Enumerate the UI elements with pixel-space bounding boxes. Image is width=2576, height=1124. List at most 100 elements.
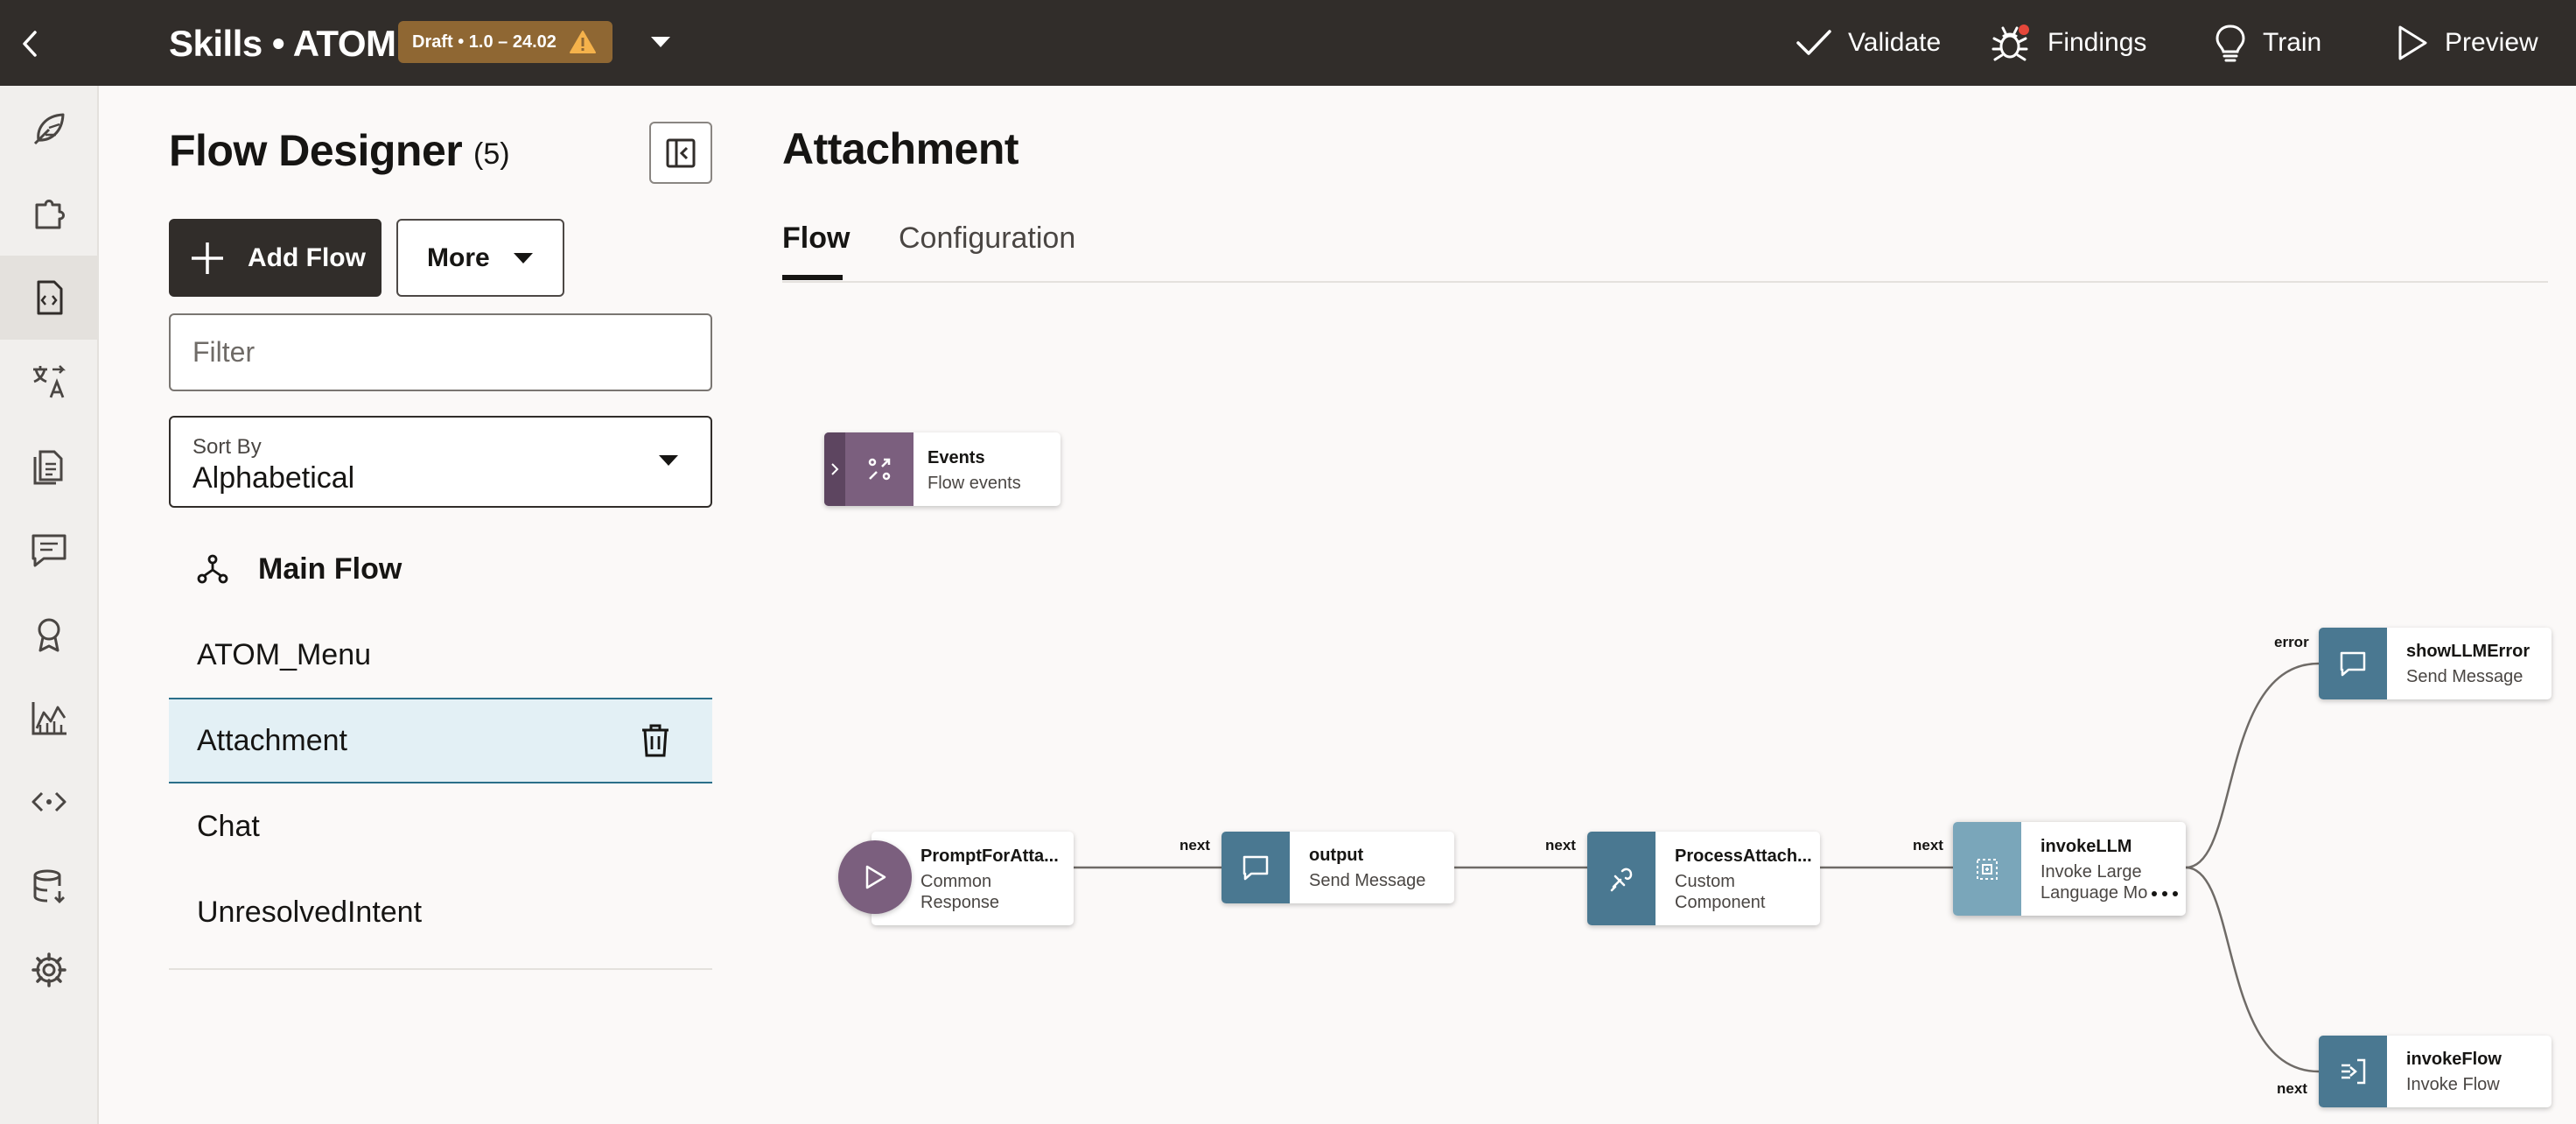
collapse-panel-button[interactable] [649, 122, 712, 184]
components-icon [32, 791, 66, 812]
top-bar: Skills • ATOM Draft • 1.0 – 24.02 Valida… [0, 0, 2576, 86]
custom-component-icon [1610, 868, 1633, 891]
add-flow-button[interactable]: Add Flow [169, 219, 382, 297]
node-output[interactable]: output Send Message [1222, 832, 1454, 903]
edge-label-next: next [1180, 837, 1210, 854]
node-type: Send Message [1309, 871, 1426, 890]
back-button[interactable] [12, 26, 47, 61]
sort-by-select[interactable]: Sort By Alphabetical [169, 416, 712, 508]
play-icon [865, 865, 886, 889]
more-button[interactable]: More [396, 219, 564, 297]
version-dropdown-button[interactable] [648, 32, 674, 53]
invoke-flow-icon-block [2319, 1036, 2387, 1107]
custom-component-icon-block [1587, 832, 1656, 925]
flow-item-atom-menu[interactable]: ATOM_Menu [169, 612, 712, 698]
rail-item-conversations[interactable] [0, 508, 97, 592]
caret-down-icon [513, 252, 533, 263]
rail-item-flow-designer[interactable] [0, 256, 97, 340]
node-events[interactable]: Events Flow events [824, 432, 1060, 506]
start-node-icon [838, 840, 912, 914]
flow-item-main-flow[interactable]: Main Flow [169, 526, 712, 612]
sort-by-label: Sort By [192, 435, 262, 459]
events-icon [868, 458, 891, 481]
main-flow-icon [197, 553, 228, 585]
chevron-right-icon [831, 463, 839, 475]
trash-icon [642, 724, 668, 757]
caret-down-icon [651, 37, 670, 47]
rail-item-design[interactable] [0, 88, 97, 172]
flow-item-label: Attachment [197, 723, 347, 757]
flow-item-attachment[interactable]: Attachment [169, 698, 712, 783]
edge-label-next: next [1545, 837, 1576, 854]
node-prompt-for-attachment[interactable]: PromptForAtta... Common Response [872, 832, 1074, 925]
node-invoke-llm[interactable]: invokeLLM Invoke Large Language Mo [1953, 822, 2186, 916]
puzzle-icon [35, 200, 65, 229]
insights-icon [32, 702, 66, 735]
tab-divider [782, 281, 2548, 283]
preview-label: Preview [2445, 28, 2538, 57]
invoke-flow-icon [2342, 1058, 2366, 1085]
flow-item-chat[interactable]: Chat [169, 783, 712, 869]
edge-label-next: next [1913, 837, 1943, 854]
panel-title: Flow Designer [169, 126, 463, 175]
more-horizontal-icon [2152, 891, 2178, 896]
checkmark-icon [1796, 30, 1831, 55]
preview-button[interactable]: Preview [2396, 21, 2538, 65]
train-label: Train [2263, 28, 2322, 57]
flow-count: (5) [473, 137, 510, 171]
message-icon [1242, 855, 1269, 881]
edge-label-next: next [2277, 1080, 2307, 1097]
rail-item-components[interactable] [0, 172, 97, 256]
rail-item-integrations[interactable] [0, 760, 97, 844]
node-show-llm-error[interactable]: showLLMError Send Message [2319, 628, 2552, 699]
node-type: Language Mo [2040, 883, 2148, 903]
rail-item-quality[interactable] [0, 592, 97, 676]
findings-button[interactable]: Findings [1992, 21, 2146, 65]
node-type: Send Message [2406, 667, 2524, 686]
events-icon-block [824, 432, 914, 506]
rail-item-data[interactable] [0, 844, 97, 928]
node-type: Component [1675, 893, 1766, 912]
rail-item-insights[interactable] [0, 676, 97, 760]
lightbulb-icon [2216, 25, 2245, 62]
tab-configuration[interactable]: Configuration [899, 221, 1076, 255]
tab-flow[interactable]: Flow [782, 221, 850, 255]
rail-item-settings[interactable] [0, 928, 97, 1012]
validate-label: Validate [1848, 28, 1942, 57]
badge-icon [38, 618, 60, 652]
node-menu-button[interactable] [2147, 883, 2182, 904]
flow-item-label: ATOM_Menu [197, 637, 372, 671]
flow-item-label: Chat [197, 809, 260, 843]
validate-button[interactable]: Validate [1796, 21, 1941, 65]
sort-by-value: Alphabetical [192, 461, 355, 495]
documents-icon [33, 450, 62, 485]
node-process-attachment[interactable]: ProcessAttach... Custom Component [1587, 832, 1820, 925]
plus-icon [192, 242, 223, 274]
node-type: Invoke Large [2040, 862, 2142, 882]
node-name: invokeLLM [2040, 837, 2132, 856]
node-invoke-flow[interactable]: invokeFlow Invoke Flow [2319, 1036, 2552, 1107]
data-icon [33, 869, 65, 903]
edge-label-error: error [2274, 634, 2309, 650]
message-icon-block [2319, 628, 2387, 699]
collapse-panel-icon [666, 138, 696, 167]
delete-flow-button[interactable] [640, 724, 670, 765]
flow-item-label: UnresolvedIntent [197, 895, 423, 929]
filter-input[interactable] [169, 313, 712, 391]
node-type: Response [920, 893, 1000, 912]
play-icon [2398, 25, 2427, 60]
node-name: output [1309, 846, 1364, 865]
train-button[interactable]: Train [2214, 21, 2321, 65]
message-icon-block [1222, 832, 1290, 903]
flow-item-unresolved-intent[interactable]: UnresolvedIntent [169, 869, 712, 955]
add-flow-label: Add Flow [248, 242, 366, 272]
node-name: Events [928, 448, 985, 467]
version-badge[interactable]: Draft • 1.0 – 24.02 [398, 21, 612, 63]
rail-item-documents[interactable] [0, 424, 97, 508]
node-type: Common [920, 872, 992, 891]
expand-events-button[interactable] [824, 432, 845, 506]
node-type: Custom [1675, 872, 1735, 891]
more-label: More [427, 242, 490, 272]
rail-item-translation[interactable] [0, 340, 97, 424]
flow-designer-icon [37, 280, 62, 315]
